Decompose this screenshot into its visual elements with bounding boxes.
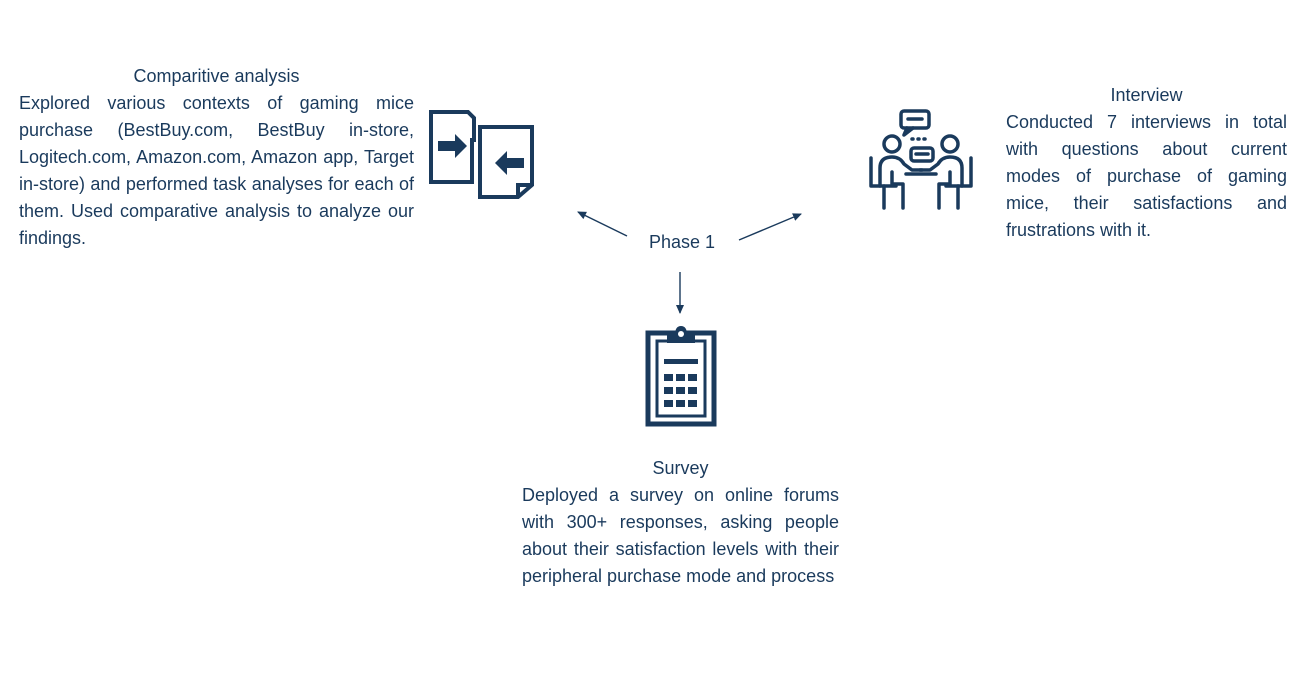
comparative-analysis-section: Comparitive analysis Explored various co… [19, 63, 414, 252]
interview-body: Conducted 7 interviews in total with que… [1006, 112, 1287, 240]
survey-body: Deployed a survey on online forums with … [522, 485, 839, 586]
survey-section: Survey Deployed a survey on online forum… [522, 455, 839, 590]
arrow-to-interview [738, 213, 802, 241]
comparative-analysis-body: Explored various contexts of gaming mice… [19, 93, 414, 248]
phase-label: Phase 1 [648, 232, 716, 252]
clipboard-icon [645, 326, 717, 427]
comparative-analysis-title: Comparitive analysis [133, 66, 300, 86]
interview-title: Interview [1110, 85, 1183, 105]
arrow-to-comparative [577, 211, 628, 237]
survey-title: Survey [652, 458, 709, 478]
document-swap-icon [429, 110, 534, 199]
interview-section: Interview Conducted 7 interviews in tota… [1006, 82, 1287, 244]
interview-people-icon [869, 109, 973, 210]
